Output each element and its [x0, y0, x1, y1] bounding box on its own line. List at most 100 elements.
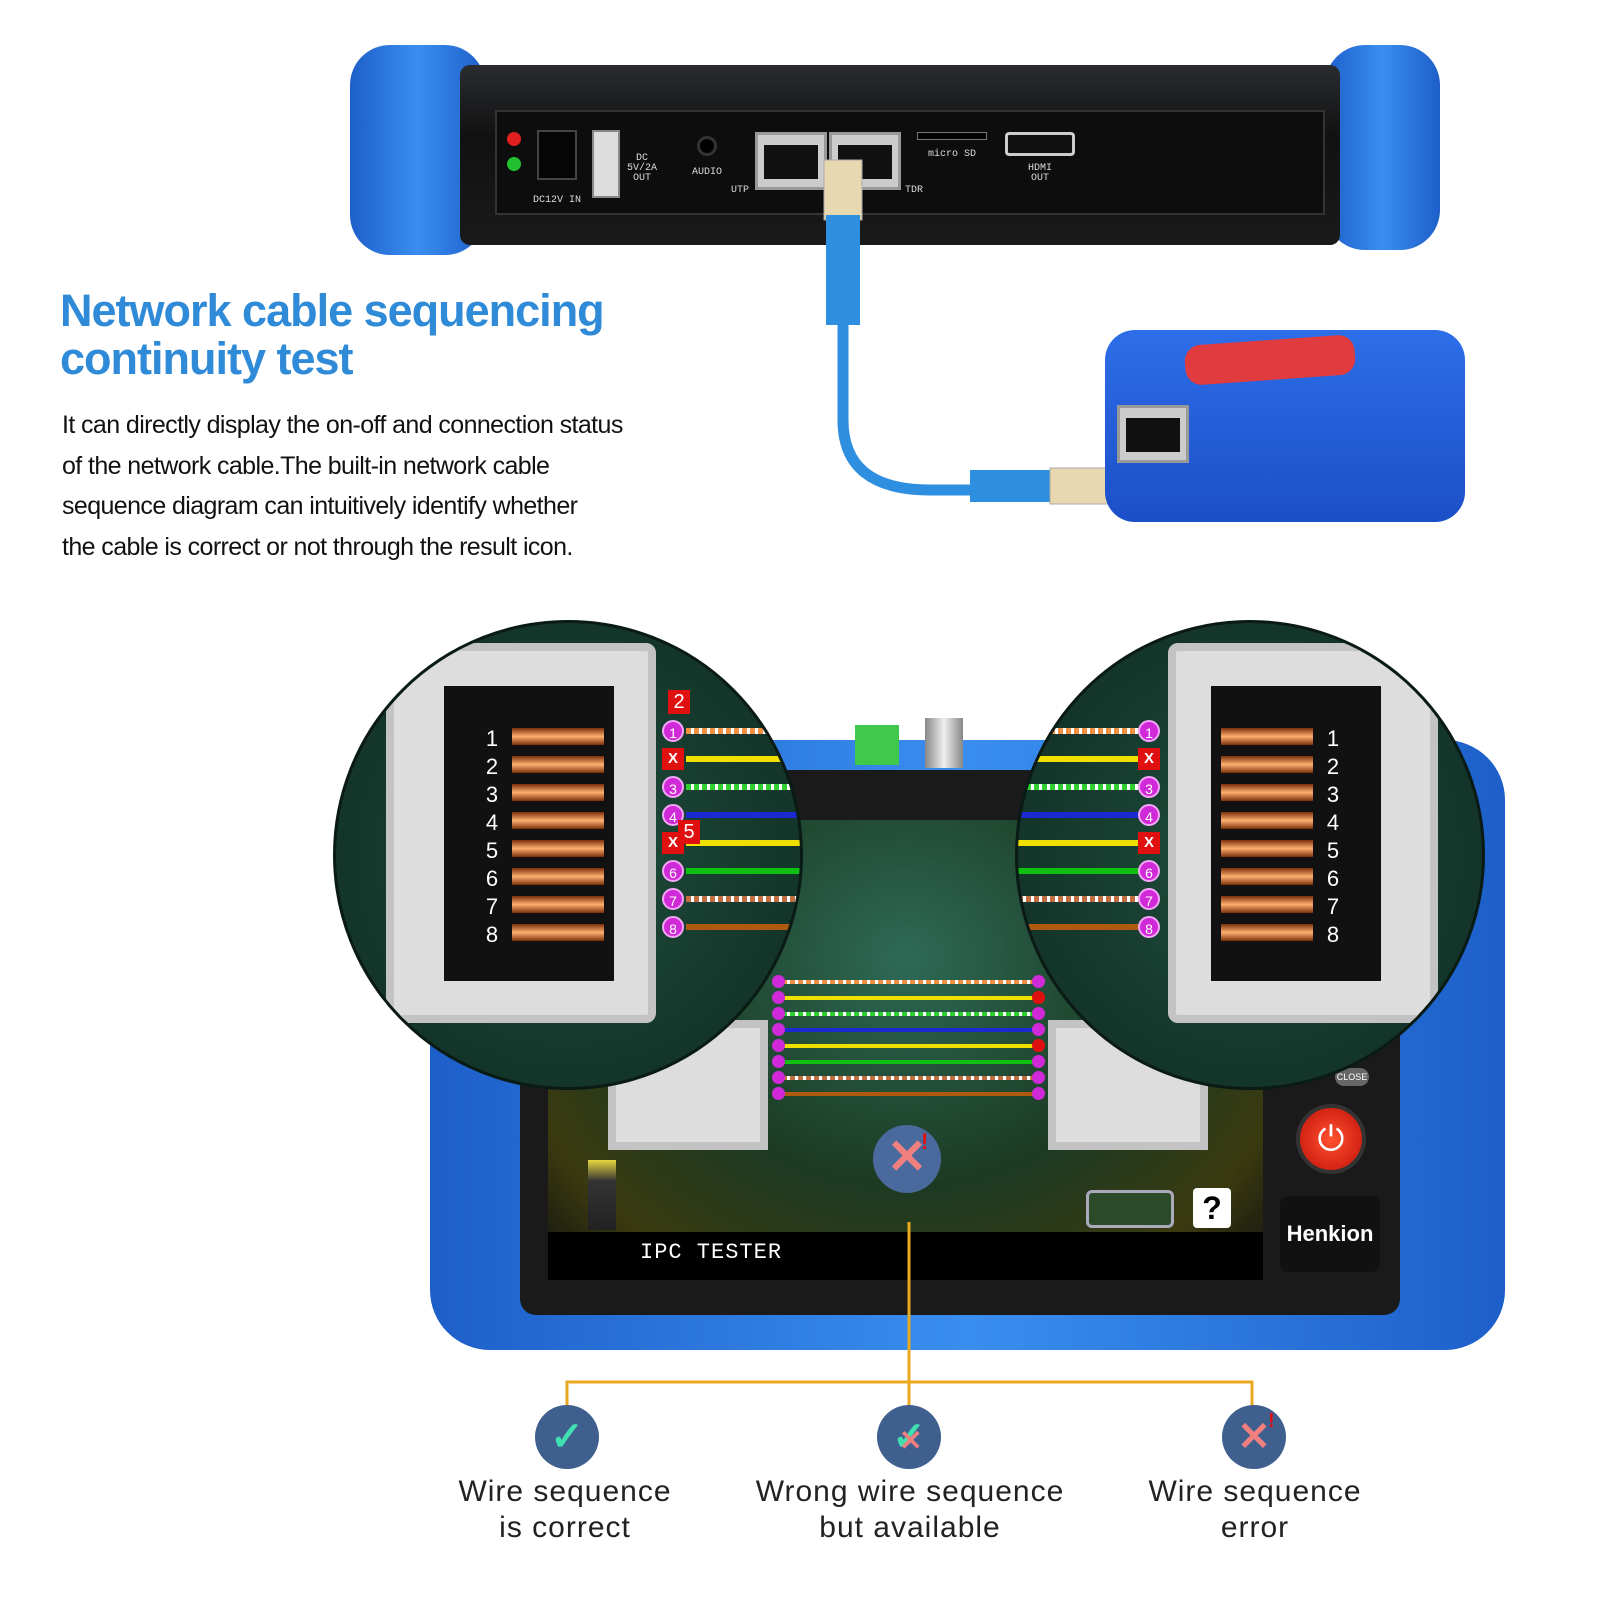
legend-line: error	[1220, 1511, 1290, 1544]
help-button[interactable]: ?	[1193, 1188, 1231, 1228]
pin-contact	[1221, 812, 1313, 829]
callout-pin2: 2	[668, 690, 690, 714]
legend-line: Wire sequence	[458, 1475, 672, 1508]
pin-status-left: 7	[662, 888, 684, 910]
pin-contact	[1221, 924, 1313, 941]
result-error-icon: ✕!	[873, 1125, 941, 1193]
network-cable	[823, 159, 1136, 505]
description: It can directly display the on-off and c…	[62, 405, 623, 567]
wire-line	[1018, 868, 1143, 874]
audio-jack[interactable]	[697, 136, 717, 156]
pin-contact	[1221, 784, 1313, 801]
hdmi-port[interactable]	[1005, 132, 1075, 156]
wire-map-pin-left	[772, 1087, 785, 1100]
pin-status-right: 4	[1138, 804, 1160, 826]
description-line: sequence diagram can intuitively identif…	[62, 492, 578, 520]
pin-contact	[1221, 728, 1313, 745]
wire-map-pin-left	[772, 1007, 785, 1020]
wire-line	[686, 840, 800, 846]
blank-button[interactable]	[1086, 1190, 1174, 1228]
wire-map-line	[782, 980, 1037, 984]
microsd-slot[interactable]	[917, 132, 987, 140]
pin-status-right: X	[1138, 748, 1160, 770]
legend-line: Wire sequence	[1148, 1475, 1362, 1508]
wire-map-pin-right	[1032, 1055, 1045, 1068]
pin-status-left: 8	[662, 916, 684, 938]
wire-line	[1018, 784, 1143, 790]
wire-line	[1018, 924, 1143, 930]
pin-status-right: 7	[1138, 888, 1160, 910]
pin-status-right: X	[1138, 832, 1160, 854]
wire-line	[1018, 896, 1143, 902]
pin-status-left: X	[662, 748, 684, 770]
pin-status-right: 6	[1138, 860, 1160, 882]
screen-bottom-bar	[548, 1232, 1263, 1280]
heading-line2: continuity test	[60, 333, 354, 384]
pin-contact	[512, 728, 604, 745]
wire-line	[686, 756, 800, 762]
wire-map-line	[782, 1092, 1037, 1096]
bnc-connector	[925, 718, 963, 768]
dc-in-port[interactable]	[537, 130, 577, 180]
close-button[interactable]: CLOSE	[1335, 1068, 1369, 1086]
wire-map-pin-left	[772, 1039, 785, 1052]
wire-map-pin-left	[772, 991, 785, 1004]
pin-contact	[512, 812, 604, 829]
pin-contact	[512, 756, 604, 773]
wire-line	[1018, 812, 1143, 818]
pin-number: 3	[1326, 782, 1340, 807]
led-red	[507, 132, 521, 146]
microsd-label: micro SD	[927, 149, 976, 160]
pin-contact	[512, 924, 604, 941]
hdmi-label: HDMI OUT	[1027, 163, 1052, 184]
wire-line	[1018, 756, 1143, 762]
pin-contact	[512, 784, 604, 801]
legend-check-icon: ✓	[535, 1405, 599, 1469]
heading-line1: Network cable sequencing	[60, 285, 605, 336]
wire-map-line	[782, 996, 1037, 1000]
pin-number: 5	[485, 838, 499, 863]
wire-map-line	[782, 1076, 1037, 1080]
wire-line	[686, 924, 800, 930]
pin-number: 6	[485, 866, 499, 891]
wire-line	[686, 784, 800, 790]
remote-rj45-port[interactable]	[1117, 405, 1189, 463]
pin-number: 7	[485, 894, 499, 919]
wire-map-pin-left	[772, 1071, 785, 1084]
legend-line: Wrong wire sequence	[755, 1475, 1065, 1508]
wire-line	[1018, 728, 1143, 734]
tdr-label: TDR	[904, 185, 923, 196]
pin-number: 4	[1326, 810, 1340, 835]
audio-label: AUDIO	[691, 167, 722, 178]
pin-status-right: 8	[1138, 916, 1160, 938]
legend-cross-icon: ✕!	[1222, 1405, 1286, 1469]
pin-number: 6	[1326, 866, 1340, 891]
wire-line	[686, 728, 800, 734]
wire-map-pin-right	[1032, 1071, 1045, 1084]
description-line: of the network cable.The built-in networ…	[62, 451, 550, 480]
led-green	[507, 157, 521, 171]
wire-map-pin-right	[1032, 1023, 1045, 1036]
wire-map-pin-right	[1032, 1039, 1045, 1052]
pin-status-right: 1	[1138, 720, 1160, 742]
pin-number: 3	[485, 782, 499, 807]
pin-contact	[1221, 868, 1313, 885]
legend-line: but available	[819, 1511, 1001, 1544]
pin-number: 5	[1326, 838, 1340, 863]
wire-line	[686, 868, 800, 874]
description-line: the cable is correct or not through the …	[62, 532, 573, 561]
wire-map-line	[782, 1060, 1037, 1064]
usb-port[interactable]	[592, 130, 620, 198]
wire-map-line	[782, 1012, 1037, 1016]
wire-map-line	[782, 1028, 1037, 1032]
power-button[interactable]: ⏻	[1296, 1104, 1366, 1174]
wire-map-pin-right	[1032, 1007, 1045, 1020]
